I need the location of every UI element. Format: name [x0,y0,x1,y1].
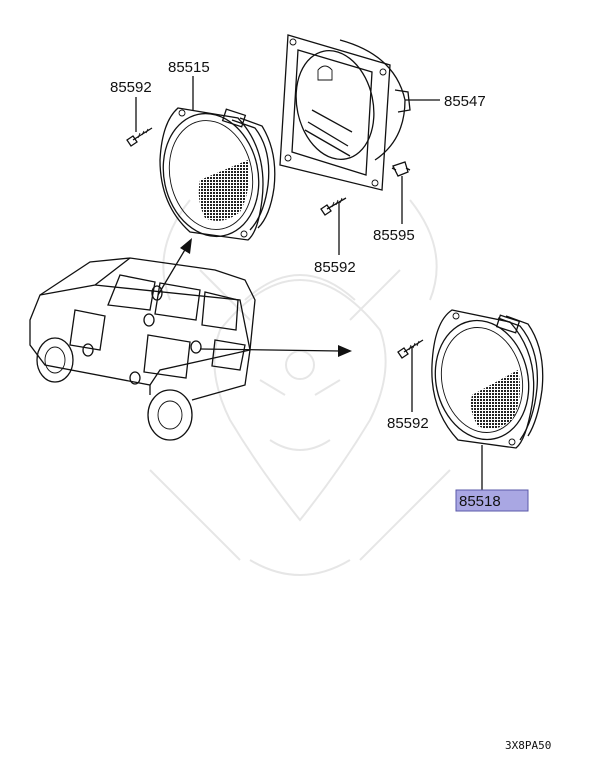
part-label-85592-b[interactable]: 85592 [314,259,356,276]
arrow-to-lower-speaker [199,345,352,357]
speaker-85515 [159,107,276,241]
speaker-85518 [431,309,544,490]
bracket-85547 [279,34,411,191]
watermark-logo [149,199,451,576]
screw-85592-b [320,197,347,255]
screw-85592-a [126,127,153,147]
part-label-85592-c[interactable]: 85592 [387,415,429,432]
part-label-85547[interactable]: 85547 [444,93,486,110]
arrow-to-upper-speaker [157,238,192,296]
highlight-box [455,489,529,512]
vehicle-illustration [29,257,256,441]
part-label-85592-a[interactable]: 85592 [110,79,152,96]
screw-85592-c [397,339,424,412]
clip-85595 [391,161,411,224]
diagram-code: 3X8PA50 [505,739,551,752]
part-label-85595[interactable]: 85595 [373,227,415,244]
part-label-85518[interactable]: 85518 [459,493,501,510]
part-label-85515[interactable]: 85515 [168,59,210,76]
